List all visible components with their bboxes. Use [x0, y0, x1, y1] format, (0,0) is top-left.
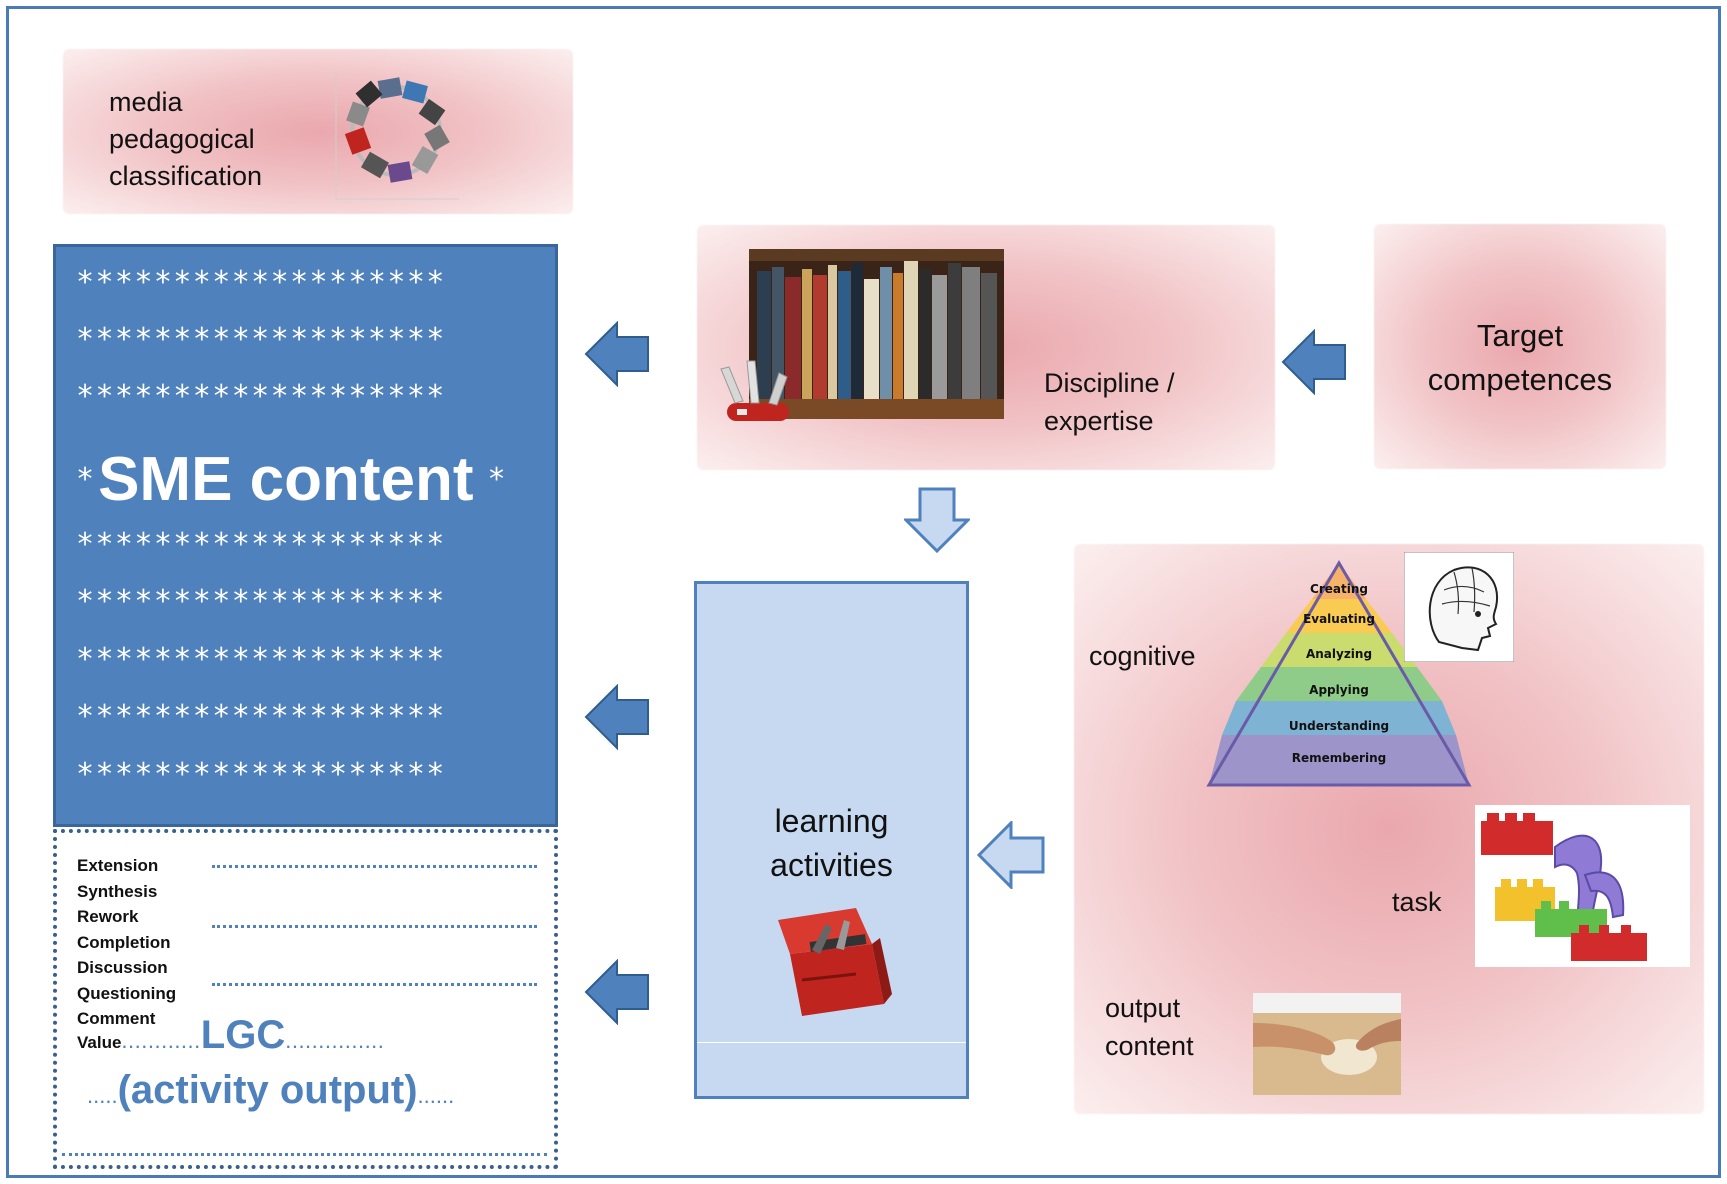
- swiss-knife-icon: [720, 360, 789, 421]
- star-row: *******************: [76, 584, 446, 619]
- pyramid-level: Evaluating: [1303, 612, 1375, 626]
- arrow-left-outline-icon: [977, 821, 1045, 889]
- activity-item: Questioning: [77, 983, 177, 1003]
- pyramid-level: Applying: [1309, 683, 1369, 697]
- dotted-line: [212, 865, 537, 868]
- target-label-line2: competences: [1427, 362, 1613, 397]
- discipline-label: Discipline / expertise: [1044, 364, 1175, 440]
- dots: ............: [121, 1028, 201, 1053]
- media-label-line2: pedagogical: [109, 124, 255, 154]
- lgc-row: Value............LGC...............: [77, 1013, 547, 1058]
- arrow-left-icon: [584, 321, 649, 387]
- dotted-line: [212, 925, 537, 928]
- lego-blocks-icon: [1475, 805, 1690, 967]
- discipline-label-line2: expertise: [1044, 406, 1154, 436]
- activity-item: Discussion: [77, 958, 168, 977]
- pyramid-level: Creating: [1310, 582, 1368, 596]
- star-right: *: [487, 462, 506, 497]
- media-wheel-icon: [335, 71, 459, 200]
- dots: ...............: [285, 1028, 385, 1053]
- arrow-left-icon: [1281, 329, 1346, 395]
- toolbox-icon: [778, 908, 892, 1016]
- pyramid-level: Understanding: [1289, 719, 1389, 733]
- bloom-pyramid: Creating Evaluating Analyzing Applying U…: [1206, 560, 1472, 787]
- task-label: task: [1392, 887, 1442, 917]
- dotted-line: [62, 1153, 547, 1156]
- dots: .....: [87, 1083, 118, 1108]
- activity-item: Completion: [77, 932, 171, 952]
- output-content-line2: content: [1105, 1031, 1194, 1061]
- learning-label-line1: learning: [774, 803, 889, 839]
- star-row: *******************: [76, 527, 446, 562]
- sme-title-row: *SME content*: [76, 444, 546, 515]
- activity-output-row: .....(activity output)......: [87, 1068, 547, 1113]
- arrow-down-outline-icon: [904, 487, 970, 553]
- activity-item: Comment: [77, 1009, 156, 1028]
- cognitive-label: cognitive: [1089, 641, 1196, 671]
- output-content-label: output content: [1105, 989, 1194, 1065]
- media-label-line3: classification: [109, 161, 263, 191]
- dotted-line: [212, 983, 537, 986]
- star-row: *******************: [76, 265, 446, 300]
- arrow-left-icon: [584, 959, 649, 1025]
- star-row: *******************: [76, 699, 446, 734]
- star-row: *******************: [76, 642, 446, 677]
- target-label: Target competences: [1374, 314, 1666, 402]
- activity-output-box: Extension Synthesis Rework Completion Di…: [53, 829, 558, 1169]
- discipline-label-line1: Discipline /: [1044, 368, 1175, 398]
- activity-item: Value: [77, 1033, 122, 1052]
- pyramid-level: Remembering: [1292, 751, 1386, 765]
- kneading-hands-icon: [1253, 993, 1401, 1095]
- activity-item: Rework: [77, 907, 139, 926]
- bookshelf-icon: [749, 249, 1004, 419]
- activity-item: Synthesis: [77, 881, 158, 901]
- box-separator: [697, 1042, 966, 1043]
- diagram-frame: media pedagogical classification *******…: [6, 6, 1721, 1178]
- target-panel: [1374, 224, 1666, 469]
- sme-title: SME content: [98, 445, 474, 514]
- star-left: *: [76, 462, 95, 497]
- star-row: *******************: [76, 322, 446, 357]
- pyramid-level: Analyzing: [1306, 647, 1372, 661]
- media-panel: [63, 49, 573, 214]
- learning-activities-label: learning activities: [697, 799, 966, 887]
- arrow-left-icon: [584, 684, 649, 750]
- target-label-line1: Target: [1476, 318, 1564, 353]
- star-row: *******************: [76, 757, 446, 792]
- media-label-line1: media: [109, 87, 183, 117]
- learning-activities-box: learning activities: [694, 581, 969, 1099]
- activity-output-label: (activity output): [117, 1068, 418, 1112]
- dots: ......: [417, 1083, 455, 1108]
- activity-list: Extension Synthesis Rework Completion Di…: [77, 853, 176, 1032]
- sme-content-box: ******************* ******************* …: [53, 244, 558, 827]
- lgc-label: LGC: [200, 1013, 286, 1057]
- star-row: *******************: [76, 379, 446, 414]
- phrenology-head-icon: [1404, 552, 1514, 662]
- learning-label-line2: activities: [770, 847, 893, 883]
- activity-item: Extension: [77, 856, 159, 875]
- media-label: media pedagogical classification: [109, 84, 262, 195]
- output-content-line1: output: [1105, 993, 1181, 1023]
